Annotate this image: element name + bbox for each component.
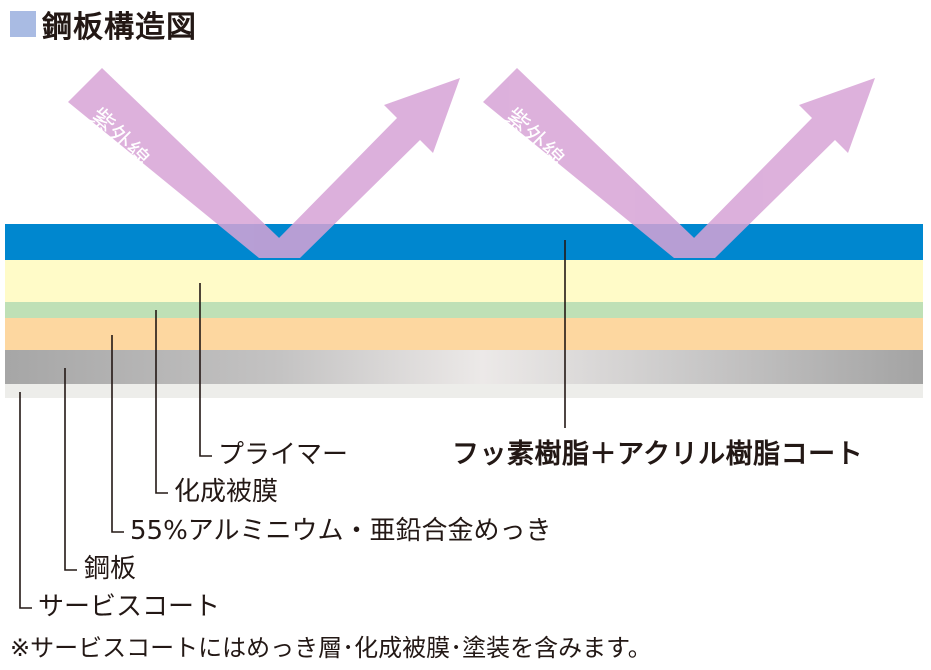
layer-fluoro-acrylic-coat	[5, 224, 923, 260]
layer-service-coat	[5, 384, 923, 398]
label-top-coat: フッ素樹脂＋アクリル樹脂コート	[452, 439, 864, 470]
footnote: ※サービスコートにはめっき層･化成被膜･塗装を含みます。	[10, 634, 652, 662]
layer-primer	[5, 260, 923, 302]
uv-incoming-arrow-2	[483, 68, 715, 258]
label-primer: プライマー	[218, 440, 349, 470]
label-steel: 鋼板	[84, 554, 137, 584]
layer-steel-sheet	[5, 350, 923, 384]
leader-chemical-film	[155, 310, 168, 494]
leader-primer	[199, 283, 212, 457]
layer-al-zn-plating	[5, 318, 923, 350]
uv-reflected-arrow-1	[259, 78, 460, 258]
title-marker-square	[10, 11, 36, 37]
leader-steel	[64, 368, 77, 571]
label-plating: 55%アルミニウム・亜鉛合金めっき	[130, 516, 552, 546]
layer-chemical-conversion-film	[5, 302, 923, 318]
leader-plating	[111, 335, 124, 533]
label-service-coat: サービスコート	[38, 592, 221, 622]
uv-reflected-arrow-2	[674, 78, 875, 258]
leader-service-coat	[19, 392, 32, 609]
uv-incoming-arrow-1	[68, 68, 300, 258]
diagram-title: 鋼板構造図	[10, 4, 197, 45]
label-chemical-film: 化成被膜	[174, 477, 279, 507]
title-text: 鋼板構造図	[42, 10, 197, 45]
